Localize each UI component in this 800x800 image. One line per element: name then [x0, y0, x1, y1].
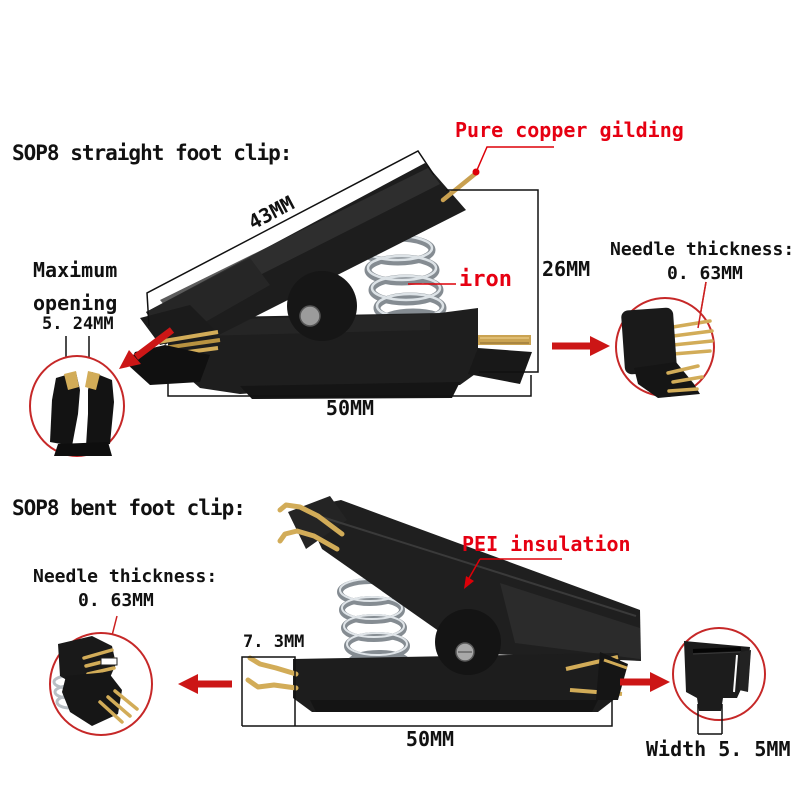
max-opening-value: 5. 24MM — [42, 314, 114, 334]
bent-section-title: SOP8 bent foot clip: — [12, 496, 246, 520]
copper-gilding-label: Pure copper gilding — [455, 118, 684, 142]
dim-50mm-straight-label: 50MM — [325, 396, 375, 420]
straight-clip-top-pin — [440, 171, 478, 203]
dim-bracket-50mm-bent — [242, 699, 613, 727]
arrows-straight — [119, 327, 610, 369]
arrows-bent — [178, 672, 670, 694]
straight-clip-right-pin — [478, 335, 531, 345]
copper-pointer-dot — [472, 168, 480, 176]
bent-clip-photo — [245, 496, 641, 712]
needle-thickness-label-bent: Needle thickness: — [33, 566, 218, 587]
straight-section-title: SOP8 straight foot clip: — [12, 141, 292, 165]
max-opening-label-line2: opening — [33, 291, 118, 315]
max-opening-label-line1: Maximum — [33, 258, 118, 282]
dim-bracket-50mm-straight — [167, 372, 532, 397]
needle-thickness-label-straight: Needle thickness: — [610, 239, 795, 260]
bent-clip-top-fork-pins — [277, 502, 345, 552]
copper-pointer-line — [476, 146, 554, 171]
max-opening-inset — [29, 355, 125, 457]
dim-50mm-bent-label: 50MM — [405, 727, 455, 751]
bent-clip-left-fork-pins — [245, 655, 299, 691]
needle-inset-straight — [615, 281, 715, 398]
dim-bracket-43mm — [146, 150, 435, 327]
width-inset — [672, 627, 766, 735]
needle-inset-bent — [49, 632, 153, 736]
straight-clip-photo — [128, 163, 532, 399]
iron-label: iron — [459, 267, 512, 292]
pei-insulation-label: PEI insulation — [462, 532, 631, 556]
dim-bracket-7-3mm — [241, 656, 296, 726]
dim-7-3mm-label: 7. 3MM — [243, 632, 305, 652]
dim-bracket-26mm — [446, 189, 539, 373]
pei-pointer-line — [467, 558, 481, 581]
needle-thickness-value-straight: 0. 63MM — [667, 263, 743, 284]
needle-thickness-value-bent: 0. 63MM — [78, 590, 154, 611]
bent-clip-spring-icon — [337, 578, 411, 676]
dim-bracket-width — [697, 704, 723, 735]
straight-clip-pivot-screw — [299, 305, 321, 327]
bent-dimension-lines — [241, 656, 613, 727]
arrow-to-max-opening-inset — [133, 327, 175, 360]
needle-highlight-marker — [100, 657, 118, 666]
width-value-label: Width 5. 5MM — [646, 737, 791, 761]
dim-26mm-label: 26MM — [542, 257, 591, 281]
